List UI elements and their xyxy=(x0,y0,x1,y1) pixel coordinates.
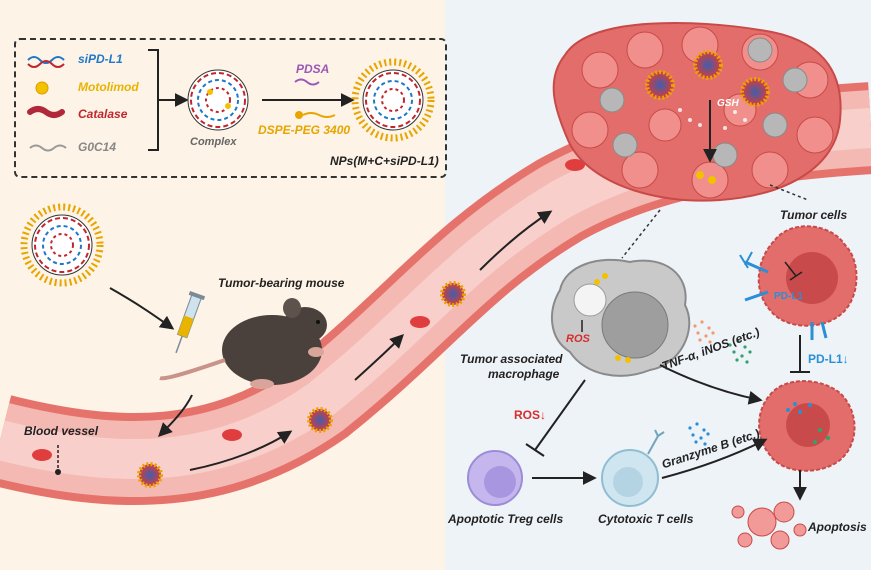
complex-label: Complex xyxy=(190,136,237,148)
dspe-peg-icon xyxy=(295,111,336,119)
legend-box xyxy=(14,38,447,178)
legend-label-catalase: Catalase xyxy=(78,107,128,121)
complex-icon xyxy=(187,69,249,131)
dspe-peg-label: DSPE-PEG 3400 xyxy=(258,123,351,137)
mouse-icon xyxy=(159,298,327,389)
flow-arrows xyxy=(189,210,553,471)
syringe-icon xyxy=(175,290,206,354)
treg-label: Apoptotic Treg cells xyxy=(448,512,564,526)
red-blood-cell xyxy=(222,429,242,441)
tumor-mass xyxy=(552,21,842,202)
sipdl1-icon xyxy=(27,56,65,68)
vessel-label: Blood vessel xyxy=(24,424,99,438)
apoptosis-label: Apoptosis xyxy=(808,520,867,534)
g0c14-icon xyxy=(29,144,67,152)
macrophage-cell xyxy=(550,258,691,377)
nanoparticle-icon xyxy=(351,58,435,142)
macrophage-label-line1: Tumor associated xyxy=(460,352,563,366)
ros-down-label: ROS↓ xyxy=(514,408,547,422)
injected-nanoparticle-icon xyxy=(20,203,104,287)
legend-label-motolimod: Motolimod xyxy=(78,80,139,94)
vessel-pointer-dot xyxy=(55,469,61,475)
pdsa-label: PDSA xyxy=(296,62,330,76)
pdl1-down-label: PD-L1↓ xyxy=(808,352,849,366)
tumor-cell-pdl1 xyxy=(739,225,858,340)
vessel-nanoparticles xyxy=(137,281,466,488)
macrophage-label-line2: macrophage xyxy=(488,367,560,381)
macrophage-to-killing-arrow xyxy=(659,364,763,405)
tumor-to-cells-connector xyxy=(769,184,809,201)
arrow-to-syringe xyxy=(109,287,175,330)
tcell xyxy=(601,429,665,507)
gsh-label: GSH xyxy=(717,98,739,109)
cytokine-dots xyxy=(688,320,752,446)
arrow-to-vessel xyxy=(158,394,193,437)
dying-tumor-cell xyxy=(758,380,856,472)
red-blood-cell xyxy=(32,449,52,461)
tumor-cells-label: Tumor cells xyxy=(780,208,848,222)
treg-inhibition-bar xyxy=(525,443,545,457)
treg-cell xyxy=(467,450,523,506)
catalase-icon xyxy=(27,106,65,118)
legend-label-g0c14: G0C14 xyxy=(78,140,117,154)
red-blood-cell xyxy=(410,316,430,328)
nps-label: NPs(M+C+siPD-L1) xyxy=(330,154,439,168)
macrophage-to-treg-inhibition xyxy=(534,379,586,451)
ros-label: ROS xyxy=(566,333,590,345)
mouse-label: Tumor-bearing mouse xyxy=(218,276,345,290)
motolimod-icon xyxy=(35,81,49,95)
tcell-label: Cytotoxic T cells xyxy=(598,512,694,526)
legend-label-sipdl1: siPD-L1 xyxy=(78,52,123,66)
red-blood-cell xyxy=(565,159,585,171)
apoptotic-cell xyxy=(731,501,807,550)
tumor-to-macrophage-connector xyxy=(621,209,661,259)
pdl1-label: PD-L1 xyxy=(774,291,803,302)
tcell-to-tumor-arrow xyxy=(661,438,768,479)
pdsa-icon xyxy=(294,78,320,86)
